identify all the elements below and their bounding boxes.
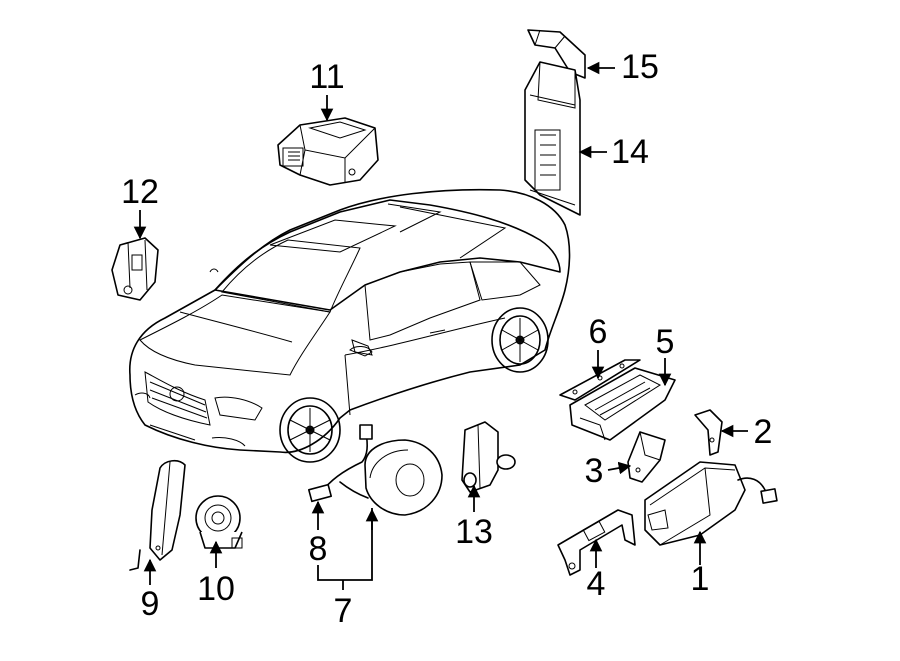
part-13-sensor	[461, 421, 516, 493]
callout-12: 12	[121, 173, 159, 211]
part-3-bracket	[627, 431, 666, 483]
part-5-passenger-airbag	[569, 367, 676, 441]
vehicle-illustration	[129, 188, 571, 463]
callout-labels: 11 12 15 14 6 5 2 3 4 1 13 10 9 8 7	[121, 48, 772, 630]
part-14-control-unit	[524, 61, 581, 216]
callout-13: 13	[455, 513, 493, 551]
callout-15: 15	[621, 48, 659, 86]
callout-2: 2	[754, 413, 773, 451]
callout-7: 7	[334, 592, 353, 630]
part-11-airbag-control-module	[277, 117, 379, 186]
part-10-clock-spring	[195, 495, 243, 549]
part-2-mounting-bracket	[694, 409, 723, 456]
callout-3: 3	[585, 452, 604, 490]
part-12-crash-sensor	[111, 237, 159, 301]
part-4-bracket	[557, 509, 636, 576]
callout-10: 10	[197, 570, 235, 608]
callout-9: 9	[141, 585, 160, 623]
callout-5: 5	[656, 323, 675, 361]
callout-14: 14	[611, 133, 649, 171]
callout-1: 1	[691, 560, 710, 598]
part-7-driver-airbag	[364, 439, 443, 516]
part-8-wiring-harness	[307, 424, 373, 503]
part-15-module-cover	[527, 29, 586, 79]
callout-6: 6	[589, 313, 608, 351]
leader-lines	[133, 61, 748, 590]
callout-4: 4	[587, 565, 606, 603]
part-1-knee-airbag	[644, 461, 778, 546]
part-9-side-airbag	[129, 459, 186, 571]
callout-11: 11	[309, 58, 344, 96]
callout-8: 8	[309, 530, 328, 568]
